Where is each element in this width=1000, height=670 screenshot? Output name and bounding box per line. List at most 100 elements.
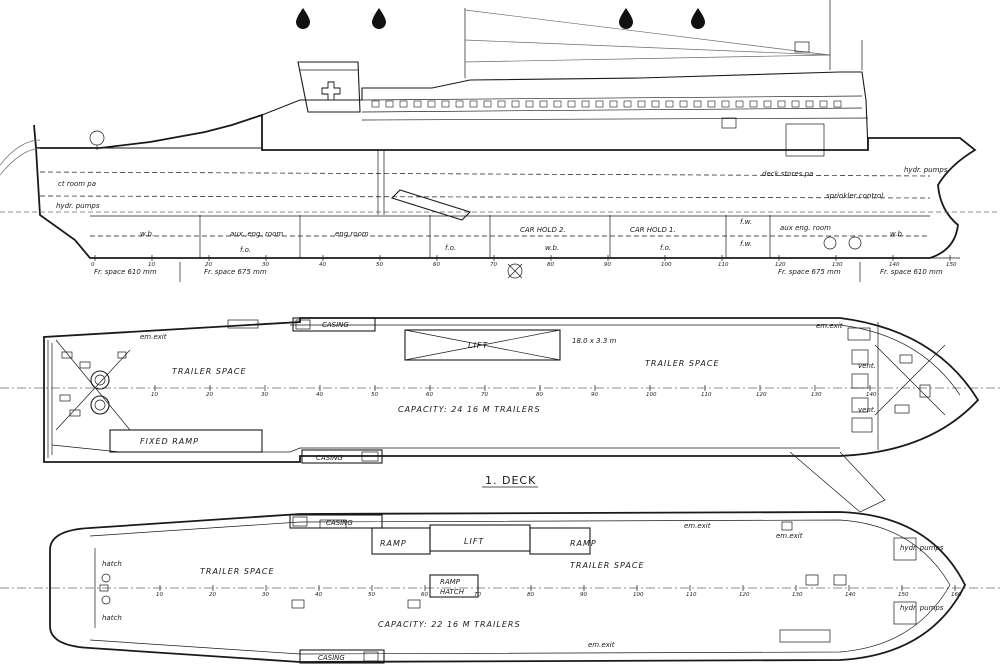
deck1-frame-number: 100: [646, 392, 657, 398]
window: [777, 100, 786, 108]
deck1-casing-top: [292, 317, 376, 332]
deck2-trailer-space-fwd-label: TRAILER SPACE: [570, 561, 645, 570]
deck1-lift: [404, 329, 561, 361]
profile-frame-number: 0: [91, 262, 95, 268]
ink-drop-icon: [691, 8, 705, 29]
hull-profile: [0, 113, 1000, 279]
deck1-frame-number: 20: [206, 392, 213, 398]
deck1-fixed-ramp-label: FIXED RAMP: [140, 437, 199, 446]
deck2-hatch-label-1: hatch: [102, 560, 122, 568]
funnel: [297, 61, 361, 113]
profile-frame-number: 100: [661, 262, 672, 268]
deck1-frame-number: 80: [536, 392, 543, 398]
profile-frame-number: 40: [319, 262, 326, 268]
sprinkler-control-label: sprinkler control: [826, 192, 883, 200]
deck1-em-exit-aft-label: em.exit: [140, 333, 167, 341]
deck2-frame-number: 130: [792, 592, 803, 598]
rigging: [464, 0, 863, 78]
window: [791, 100, 800, 108]
deck1-casing-bottom: [301, 449, 383, 464]
deck1-vent-label-1: vent.: [858, 362, 876, 370]
deck2-frame-number: 70: [474, 592, 481, 598]
wb-tank-label-2: w.b.: [545, 244, 559, 252]
deck1-casing-top-label: CASING: [322, 321, 349, 329]
profile-frame-number: 90: [604, 262, 611, 268]
ct-room-label: ct room pa: [58, 180, 96, 188]
deck1-frame-number: 30: [261, 392, 268, 398]
deck2-frame-number: 80: [527, 592, 534, 598]
profile-frame-number: 150: [946, 262, 957, 268]
window: [553, 100, 562, 108]
deck2-casing-bottom: [299, 649, 385, 664]
eng-room-label: eng room: [335, 230, 369, 238]
car-hold-1-label: CAR HOLD 1.: [630, 226, 676, 234]
window: [707, 100, 716, 108]
fo-tank-label-2: f.o.: [445, 244, 456, 252]
window: [679, 100, 688, 108]
deck1-fixed-ramp: [109, 429, 263, 453]
fw-tank-label-2: f.w.: [740, 240, 752, 248]
profile-frame-number: 50: [376, 262, 383, 268]
deck2-frame-number: 140: [845, 592, 856, 598]
window: [609, 100, 618, 108]
deck1-frame-number: 90: [591, 392, 598, 398]
window: [623, 100, 632, 108]
deck1-title: 1. DECK: [485, 474, 536, 487]
window: [483, 100, 492, 108]
deck2-ramp-hatch-label-2: HATCH: [440, 588, 465, 596]
frame-space-label-1: Fr. space 610 mm: [94, 268, 157, 276]
window: [637, 100, 646, 108]
window: [819, 100, 828, 108]
deck2-frame-number: 100: [633, 592, 644, 598]
deck2-hydr-pumps-label-1: hydr. pumps: [900, 544, 944, 552]
deck2-frame-number: 90: [580, 592, 587, 598]
deck2-frame-number: 110: [686, 592, 697, 598]
window: [749, 100, 758, 108]
window: [763, 100, 772, 108]
window: [525, 100, 534, 108]
deck2-frame-number: 30: [262, 592, 269, 598]
deck1-frame-number: 50: [371, 392, 378, 398]
deck1-frame-number: 120: [756, 392, 767, 398]
deck2-capacity-label: CAPACITY: 22 16 M TRAILERS: [378, 620, 521, 629]
superstructure: [261, 71, 869, 157]
deck2-ramp-1: [371, 527, 431, 555]
deck2-trailer-space-aft-label: TRAILER SPACE: [200, 567, 275, 576]
aux-eng-room-label: aux. eng. room: [230, 230, 283, 238]
window: [581, 100, 590, 108]
fw-tank-label-1: f.w.: [740, 218, 752, 226]
window: [497, 100, 506, 108]
deck1-lift-label: LIFT: [468, 341, 488, 350]
aux-eng-room-fwd-label: aux eng. room: [780, 224, 831, 232]
deck2-frame-number: 60: [421, 592, 428, 598]
ink-drop-icon: [372, 8, 386, 29]
window: [371, 100, 380, 108]
frame-space-label-2: Fr. space 675 mm: [204, 268, 267, 276]
propeller-icon: [507, 263, 523, 279]
fo-tank-label-1: f.o.: [240, 246, 251, 254]
window: [665, 100, 674, 108]
deck2-frame-number: 40: [315, 592, 322, 598]
deck2-em-exit-label-1: em.exit: [684, 522, 711, 530]
wb-tank-label-3: w.b.: [890, 230, 904, 238]
deck2-ramp-1-label: RAMP: [380, 539, 407, 548]
deck2-hydr-pumps-label-2: hydr. pumps: [900, 604, 944, 612]
deck2-ramp-2-label: RAMP: [570, 539, 597, 548]
window: [469, 100, 478, 108]
profile-frame-number: 120: [775, 262, 786, 268]
wb-tank-label-1: w.b.: [140, 230, 154, 238]
deck1-frame-number: 130: [811, 392, 822, 398]
deck2-frame-number: 160: [951, 592, 962, 598]
window: [567, 100, 576, 108]
window: [385, 100, 394, 108]
deck1-frame-number: 110: [701, 392, 712, 398]
hydr-pumps-fwd-label: hydr. pumps: [904, 166, 948, 174]
window: [735, 100, 744, 108]
deck2-frame-number: 50: [368, 592, 375, 598]
window: [455, 100, 464, 108]
deck1-lift-size-label: 18.0 x 3.3 m: [572, 337, 617, 345]
deck1-em-exit-fwd-label: em.exit: [816, 322, 843, 330]
profile-frame-number: 10: [148, 262, 155, 268]
